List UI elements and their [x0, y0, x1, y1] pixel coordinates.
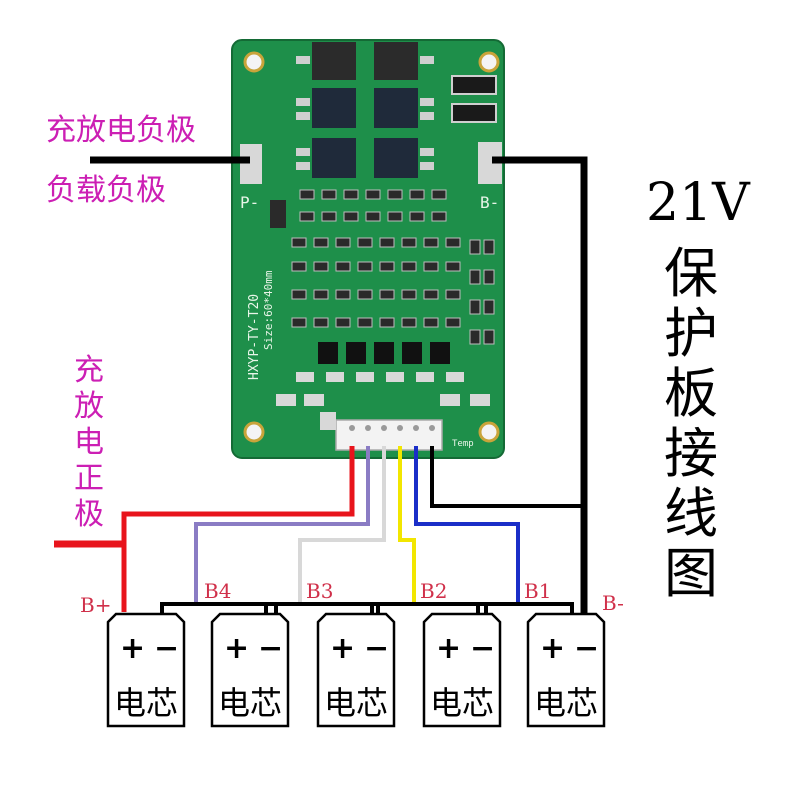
diagram-title: 21V 保 护 板 接 线 图: [646, 173, 751, 605]
balance-connector: [320, 412, 443, 451]
label-positive-char: 充: [74, 353, 104, 388]
mounting-hole: [243, 421, 265, 443]
label-positive-char: 极: [74, 497, 104, 532]
cell-plus-symbol: +: [120, 631, 145, 666]
bus-bar-b3: [264, 602, 380, 614]
pcb-board: P- B-: [231, 39, 505, 459]
title-char: 图: [664, 542, 718, 605]
cell-label: 电芯: [534, 684, 598, 722]
tap-label-b-plus: B+: [80, 593, 111, 617]
label-load-negative: 负载负极: [46, 173, 166, 208]
cell-label: 电芯: [114, 684, 178, 722]
b-minus-silkscreen: B-: [480, 193, 499, 212]
battery-cell: + − 电芯: [106, 612, 186, 728]
bus-bar-b4: [160, 602, 278, 614]
cell-label: 电芯: [430, 684, 494, 722]
tap-label-b-minus: B-: [602, 591, 624, 615]
cell-minus-symbol: −: [258, 631, 283, 666]
title-char: 护: [664, 302, 718, 365]
pad-row: [276, 372, 490, 406]
p-minus-pad: [240, 144, 262, 184]
cell-minus-symbol: −: [470, 631, 495, 666]
label-charge-discharge-negative: 充放电负极: [46, 113, 196, 148]
tap-label-b1: B1: [524, 579, 551, 603]
wire-b-minus: [492, 156, 588, 628]
battery-cell: + − 电芯: [526, 612, 606, 728]
wires: [54, 156, 588, 628]
mosfet-array: [296, 42, 434, 178]
cell-minus-symbol: −: [364, 631, 389, 666]
cell-row: + − 电芯 + − 电芯 + − 电芯 + − 电芯 + − 电芯: [106, 612, 606, 728]
wire-connector-end: [430, 446, 584, 508]
ic-row: [318, 342, 450, 364]
title-char: 保: [664, 242, 718, 305]
wire-b-plus: [121, 446, 355, 612]
title-char: 接: [664, 422, 718, 485]
shunt-resistors: [451, 75, 497, 123]
model-silkscreen: HXYP-TY-T20: [247, 294, 262, 380]
wire-b1: [414, 446, 520, 604]
wire-b3: [298, 446, 386, 604]
battery-cell: + − 电芯: [210, 612, 290, 728]
label-positive-char: 电: [74, 425, 104, 460]
temp-silkscreen: Temp: [452, 439, 474, 449]
size-silkscreen: Size:60*40mm: [262, 270, 275, 350]
mounting-hole: [243, 51, 265, 73]
label-charge-discharge-positive: 充 放 电 正 极: [74, 353, 104, 532]
label-positive-char: 放: [74, 389, 104, 424]
cell-label: 电芯: [324, 684, 388, 722]
mounting-hole: [478, 51, 500, 73]
bus-bar-b2: [370, 602, 488, 614]
battery-cell: + − 电芯: [316, 612, 396, 728]
cell-label: 电芯: [218, 684, 282, 722]
title-char: 线: [664, 482, 718, 545]
cell-plus-symbol: +: [540, 631, 565, 666]
cell-minus-symbol: −: [574, 631, 599, 666]
wire-b4: [194, 446, 370, 604]
cell-plus-symbol: +: [330, 631, 355, 666]
title-voltage: 21V: [646, 173, 751, 233]
mounting-hole: [478, 421, 500, 443]
cell-plus-symbol: +: [224, 631, 249, 666]
label-positive-char: 正: [74, 461, 104, 496]
title-char: 板: [664, 362, 718, 425]
tap-label-b4: B4: [204, 579, 231, 603]
cell-minus-symbol: −: [154, 631, 179, 666]
wire-b2: [398, 446, 416, 604]
tap-label-b2: B2: [420, 579, 447, 603]
p-minus-silkscreen: P-: [240, 193, 259, 212]
component-grid: [291, 189, 495, 345]
tap-label-b3: B3: [306, 579, 333, 603]
battery-cell: + − 电芯: [422, 612, 502, 728]
bus-bar-b1: [476, 602, 574, 614]
cell-plus-symbol: +: [436, 631, 461, 666]
